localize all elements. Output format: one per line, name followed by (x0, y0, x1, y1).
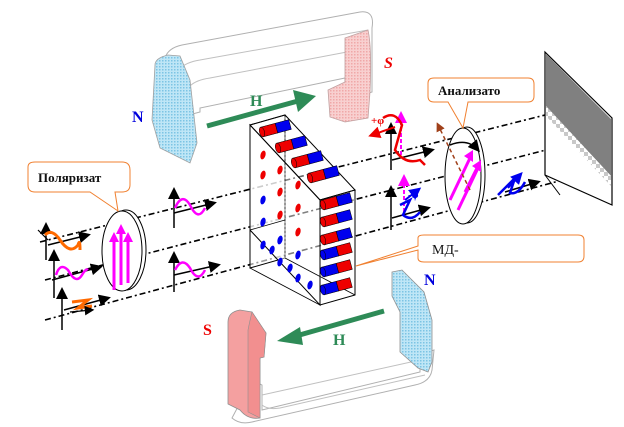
north-pole-top (151, 54, 198, 164)
magnet-bar (275, 135, 308, 154)
magnetic-domain-dot (260, 217, 266, 227)
beam-upper (39, 109, 566, 243)
polarized-light (168, 187, 221, 292)
magnetic-domain-dot (295, 203, 301, 213)
top-magnet (151, 11, 373, 164)
polarized-wave-upper (173, 198, 207, 216)
rotated-wave-minus (399, 197, 421, 220)
transmitted-light (497, 172, 541, 196)
magnetic-domain-dot (295, 250, 301, 260)
transmitted-wave (497, 177, 527, 196)
field-label-h-top: H (250, 93, 263, 110)
magnetic-domain-dot (260, 240, 266, 250)
magnetic-domain-dot (260, 150, 266, 160)
magnetic-domain-dot (269, 245, 275, 255)
magnet-bar (320, 227, 353, 246)
magnet-bar (307, 165, 340, 184)
rotation-plus-label: +φ (371, 115, 384, 127)
magnetic-domain-dot (277, 165, 283, 175)
analyzer-label: Анализато (438, 83, 500, 98)
north-pole-bottom (391, 269, 433, 373)
magnetic-domain-dot (295, 273, 301, 283)
md-sample-label: МД- (432, 243, 459, 258)
magnet-bar (320, 242, 353, 261)
magnet-bar (320, 192, 353, 211)
magnet-bar (320, 259, 353, 278)
field-label-h-bottom: H (333, 332, 346, 349)
sample-magnet-bars (259, 119, 353, 296)
analyzer (436, 122, 486, 225)
magnetic-domain-dot (307, 280, 313, 290)
south-pole-top (327, 29, 372, 123)
magnet-bar (259, 119, 292, 138)
bottom-magnet (227, 269, 435, 424)
incoming-light (37, 222, 111, 330)
magnet-bar (320, 209, 353, 228)
field-arrow-top (206, 90, 316, 129)
screen-dark-region (546, 54, 611, 176)
top-magnet-rail-2 (189, 47, 369, 87)
magnetic-domain-dot (277, 210, 283, 220)
rotation-minus-label: -φ (408, 189, 419, 201)
polarizer-callout (27, 161, 131, 213)
south-pole-bottom-face (247, 311, 267, 419)
magnet-bar (320, 277, 353, 296)
bottom-magnet-body (231, 349, 435, 424)
md-callout (355, 234, 585, 267)
rotated-light (368, 111, 435, 230)
magnet-bar (291, 150, 324, 169)
magnetic-domain-dot (260, 195, 266, 205)
polarized-wave-incoming (54, 265, 89, 281)
unpolarized-wave-upper (43, 230, 82, 251)
pole-label-n-top: N (132, 109, 144, 126)
rotated-wave-plus (382, 113, 426, 166)
screen (544, 50, 613, 206)
analyzer-axis (436, 122, 471, 191)
magnetic-domain-dot (295, 180, 301, 190)
pole-label-s-top: S (384, 55, 393, 72)
magnetic-domain-dot (260, 170, 266, 180)
sample-dots (260, 150, 313, 290)
bottom-magnet-rail-1 (261, 359, 421, 396)
magnetic-domain-dot (277, 235, 283, 245)
bottom-magnet-rail-2 (261, 374, 426, 410)
polarized-wave-lower (173, 261, 207, 278)
polarizer (101, 209, 147, 292)
magnetic-domain-dot (277, 187, 283, 197)
polarizer-arrows (109, 224, 133, 290)
analyzer-rotation-arc (449, 139, 480, 153)
polarizer-label: Поляризат (38, 170, 102, 185)
pole-label-n-bottom: N (424, 272, 436, 289)
field-arrow-bottom (277, 308, 385, 345)
magnetic-domain-dot (277, 257, 283, 267)
magnetic-domain-dot (295, 227, 301, 237)
analyzer-callout (427, 77, 535, 130)
magnetic-domain-dot (287, 263, 293, 273)
screen-checker-edge (546, 106, 611, 186)
pole-label-s-bottom: S (203, 322, 212, 339)
